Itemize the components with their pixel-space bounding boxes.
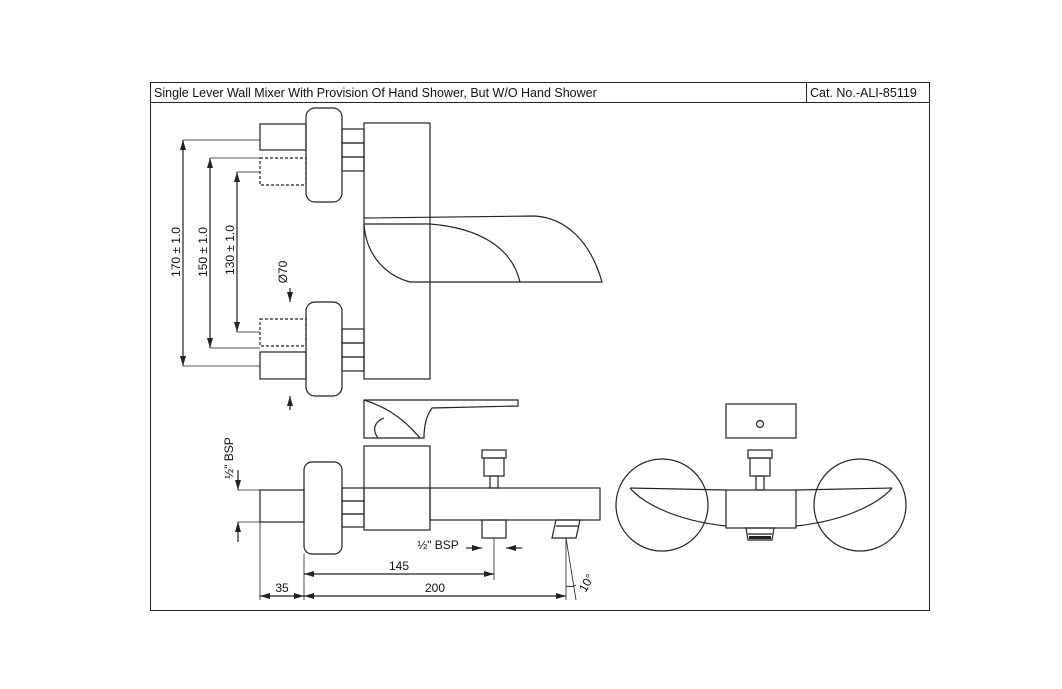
front-view (615, 403, 907, 552)
drawing-title: Single Lever Wall Mixer With Provision O… (154, 86, 597, 100)
aerator-mesh (749, 536, 771, 539)
dim-150-label: 150 ± 1.0 (196, 227, 210, 277)
bsp-left-label: ½" BSP (222, 437, 236, 479)
bsp-bottom-label: ½" BSP (417, 538, 459, 552)
catalog-number: Cat. No.-ALI-85119 (810, 86, 917, 100)
dimension-arrows-top (180, 140, 293, 406)
dim-170-label: 170 ± 1.0 (169, 227, 183, 277)
angle-10-label: 10° (576, 571, 597, 594)
dimension-arrows-side (235, 480, 566, 599)
top-view (182, 107, 603, 410)
side-view (237, 399, 601, 601)
dim-145-label: 145 (389, 559, 409, 573)
dim-35-label: 35 (275, 581, 289, 595)
title-block (150, 82, 930, 611)
dim-200-label: 200 (425, 581, 445, 595)
dim-130-label: 130 ± 1.0 (223, 225, 237, 275)
dia-70-label: Ø70 (276, 260, 290, 283)
